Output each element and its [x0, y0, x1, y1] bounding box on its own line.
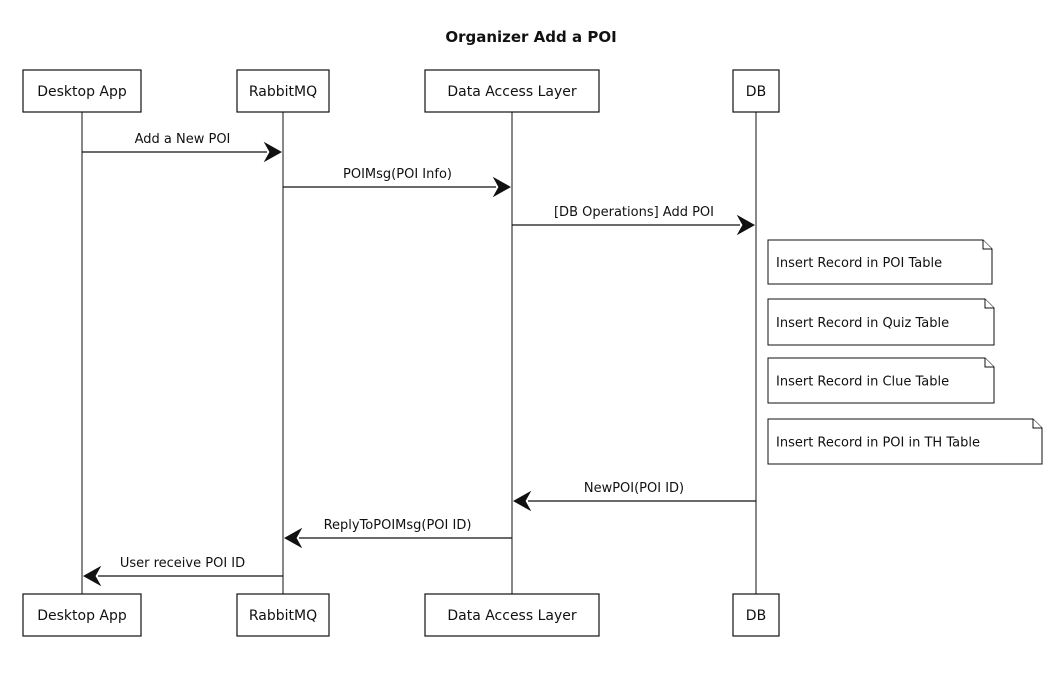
participant-label: Desktop App: [37, 84, 127, 100]
participant-db-top: DB: [732, 69, 780, 113]
message-5: ReplyToPOIMsg(POI ID): [283, 518, 512, 549]
participant-box: [732, 69, 780, 113]
note-label: Insert Record in POI Table: [776, 256, 942, 271]
note-fold: [984, 358, 994, 368]
participant-desktop-top: Desktop App: [22, 69, 142, 113]
note-fold: [984, 299, 994, 309]
arrowhead: [283, 527, 303, 549]
arrowhead: [736, 214, 756, 236]
arrowhead: [512, 490, 532, 512]
note-label: Insert Record in Clue Table: [776, 375, 949, 390]
message-4: NewPOI(POI ID): [512, 481, 756, 512]
note-fold: [982, 240, 992, 250]
message-label: ReplyToPOIMsg(POI ID): [324, 518, 472, 533]
participant-desktop-bottom: Desktop App: [22, 593, 142, 637]
participant-dal-bottom: Data Access Layer: [424, 593, 600, 637]
message-6: User receive POI ID: [82, 556, 283, 587]
message-1: Add a New POI: [82, 132, 283, 163]
participant-label: Data Access Layer: [447, 608, 577, 624]
participant-rabbit-top: RabbitMQ: [236, 69, 330, 113]
participant-label: Desktop App: [37, 608, 127, 624]
participant-label: RabbitMQ: [249, 84, 317, 100]
participant-box: [22, 69, 142, 113]
messages: Add a New POI POIMsg(POI Info) [DB Operati…: [82, 132, 756, 587]
participant-box: [236, 69, 330, 113]
participant-db-bottom: DB: [732, 593, 780, 637]
note-3: Insert Record in Clue Table: [767, 357, 995, 404]
message-label: POIMsg(POI Info): [343, 167, 452, 182]
note-box: [767, 298, 995, 346]
note-box: [767, 418, 1043, 465]
lifelines: [81, 112, 757, 594]
message-label: Add a New POI: [135, 132, 231, 147]
arrowhead: [492, 176, 512, 198]
note-4: Insert Record in POI in TH Table: [767, 418, 1043, 465]
participant-label: DB: [746, 84, 766, 100]
message-2: POIMsg(POI Info): [283, 167, 512, 198]
arrowhead: [263, 141, 283, 163]
arrowhead: [82, 565, 102, 587]
participant-box: [424, 69, 600, 113]
note-box: [767, 239, 993, 285]
diagram-title: Organizer Add a POI: [445, 28, 616, 46]
participant-box: [732, 593, 780, 637]
message-3: [DB Operations] Add POI: [512, 205, 756, 236]
note-fold: [1032, 419, 1042, 429]
message-label: NewPOI(POI ID): [584, 481, 684, 496]
participant-box: [424, 593, 600, 637]
message-label: User receive POI ID: [120, 556, 245, 571]
note-box: [767, 357, 995, 404]
note-label: Insert Record in Quiz Table: [776, 316, 949, 331]
note-1: Insert Record in POI Table: [767, 239, 993, 285]
participant-box: [22, 593, 142, 637]
note-label: Insert Record in POI in TH Table: [776, 436, 980, 451]
note-2: Insert Record in Quiz Table: [767, 298, 995, 346]
participants-top: Desktop App RabbitMQ Data Access Layer DB: [22, 69, 780, 113]
participant-box: [236, 593, 330, 637]
participant-label: Data Access Layer: [447, 84, 577, 100]
participants-bottom: Desktop App RabbitMQ Data Access Layer DB: [22, 593, 780, 637]
participant-dal-top: Data Access Layer: [424, 69, 600, 113]
participant-rabbit-bottom: RabbitMQ: [236, 593, 330, 637]
participant-label: RabbitMQ: [249, 608, 317, 624]
participant-label: DB: [746, 608, 766, 624]
message-label: [DB Operations] Add POI: [554, 205, 714, 220]
